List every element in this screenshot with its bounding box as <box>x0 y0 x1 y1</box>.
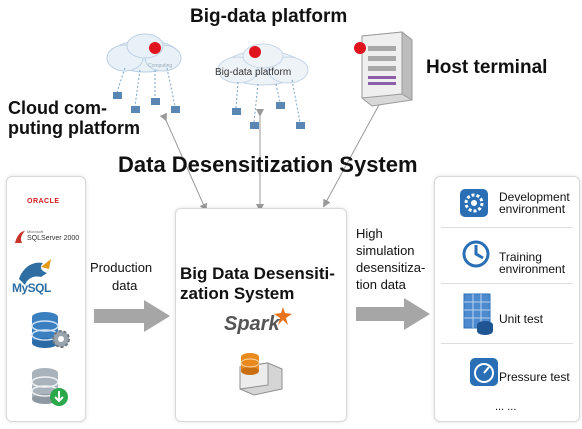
high-sim-label-4: tion data <box>356 277 406 292</box>
system-title: Data Desensitization System <box>118 152 418 177</box>
cloud-platform-label-2: puting platform <box>8 118 140 138</box>
production-data-label-1: Production <box>90 260 153 275</box>
line-host-to-system <box>323 97 386 208</box>
training-cycle-icon <box>462 240 490 268</box>
database-gear-icon <box>31 312 70 348</box>
database-server-icon <box>239 353 283 396</box>
divider <box>441 343 573 344</box>
host-terminal-title: Host terminal <box>426 57 548 78</box>
cloud-computing-caption: Computing <box>148 63 173 69</box>
spark-star-icon <box>274 307 292 325</box>
test-grid-icon <box>463 293 493 335</box>
database-download-icon <box>31 368 68 406</box>
sqlserver-logo: SQLServer 2000 <box>27 235 80 242</box>
env-dev-line1: Development <box>499 190 570 204</box>
gear-icon <box>460 189 488 217</box>
divider <box>441 227 573 228</box>
cloud-bigdata-icon <box>217 43 309 129</box>
high-sim-label-3: desensitiza- <box>356 260 426 275</box>
env-item-pressure-test: Pressure test <box>435 357 579 407</box>
cloud-bigdata-caption: Big-data platform <box>215 67 292 78</box>
env-dev-line2: environment <box>499 202 566 216</box>
server-tower-icon <box>354 30 413 107</box>
env-item-development: Development environment <box>435 185 579 235</box>
oracle-logo: ORACLE <box>27 198 60 205</box>
env-train-line1: Training <box>499 250 542 264</box>
env-train-line2: environment <box>499 262 566 276</box>
center-title-2: zation System <box>180 284 295 303</box>
env-pressure-line1: Pressure test <box>499 370 570 384</box>
env-item-unit-test: Unit test <box>435 293 579 343</box>
spark-logo: Spark <box>224 313 280 335</box>
cloud-computing-icon <box>106 33 182 113</box>
center-title-1: Big Data Desensiti- <box>180 264 335 283</box>
env-item-training: Training environment <box>435 237 579 287</box>
database-sources-panel: ORACLE Microsoft SQLServer 2000 MySQL <box>6 176 86 422</box>
mysql-dolphin-icon <box>19 259 51 285</box>
line-cloud-to-system <box>159 112 208 212</box>
big-data-platform-title: Big-data platform <box>190 6 348 27</box>
production-data-arrow <box>94 300 170 332</box>
sqlserver-icon <box>15 231 25 243</box>
big-data-desensitization-panel: Big Data Desensiti- zation System Spark <box>175 208 347 422</box>
high-sim-label-1: High <box>356 226 383 241</box>
sqlserver-logo-brand: Microsoft <box>27 229 44 234</box>
high-sim-label-2: simulation <box>356 243 415 258</box>
production-data-label-2: data <box>112 278 138 293</box>
cloud-platform-label-1: Cloud com- <box>8 98 107 118</box>
environments-panel: Development environment Training environ… <box>434 176 580 422</box>
gauge-icon <box>470 358 498 386</box>
more-ellipsis: ... ... <box>495 401 517 413</box>
env-unit-line1: Unit test <box>499 312 544 326</box>
divider <box>441 283 573 284</box>
mysql-logo: MySQL <box>12 281 51 295</box>
high-sim-data-arrow <box>356 298 430 330</box>
